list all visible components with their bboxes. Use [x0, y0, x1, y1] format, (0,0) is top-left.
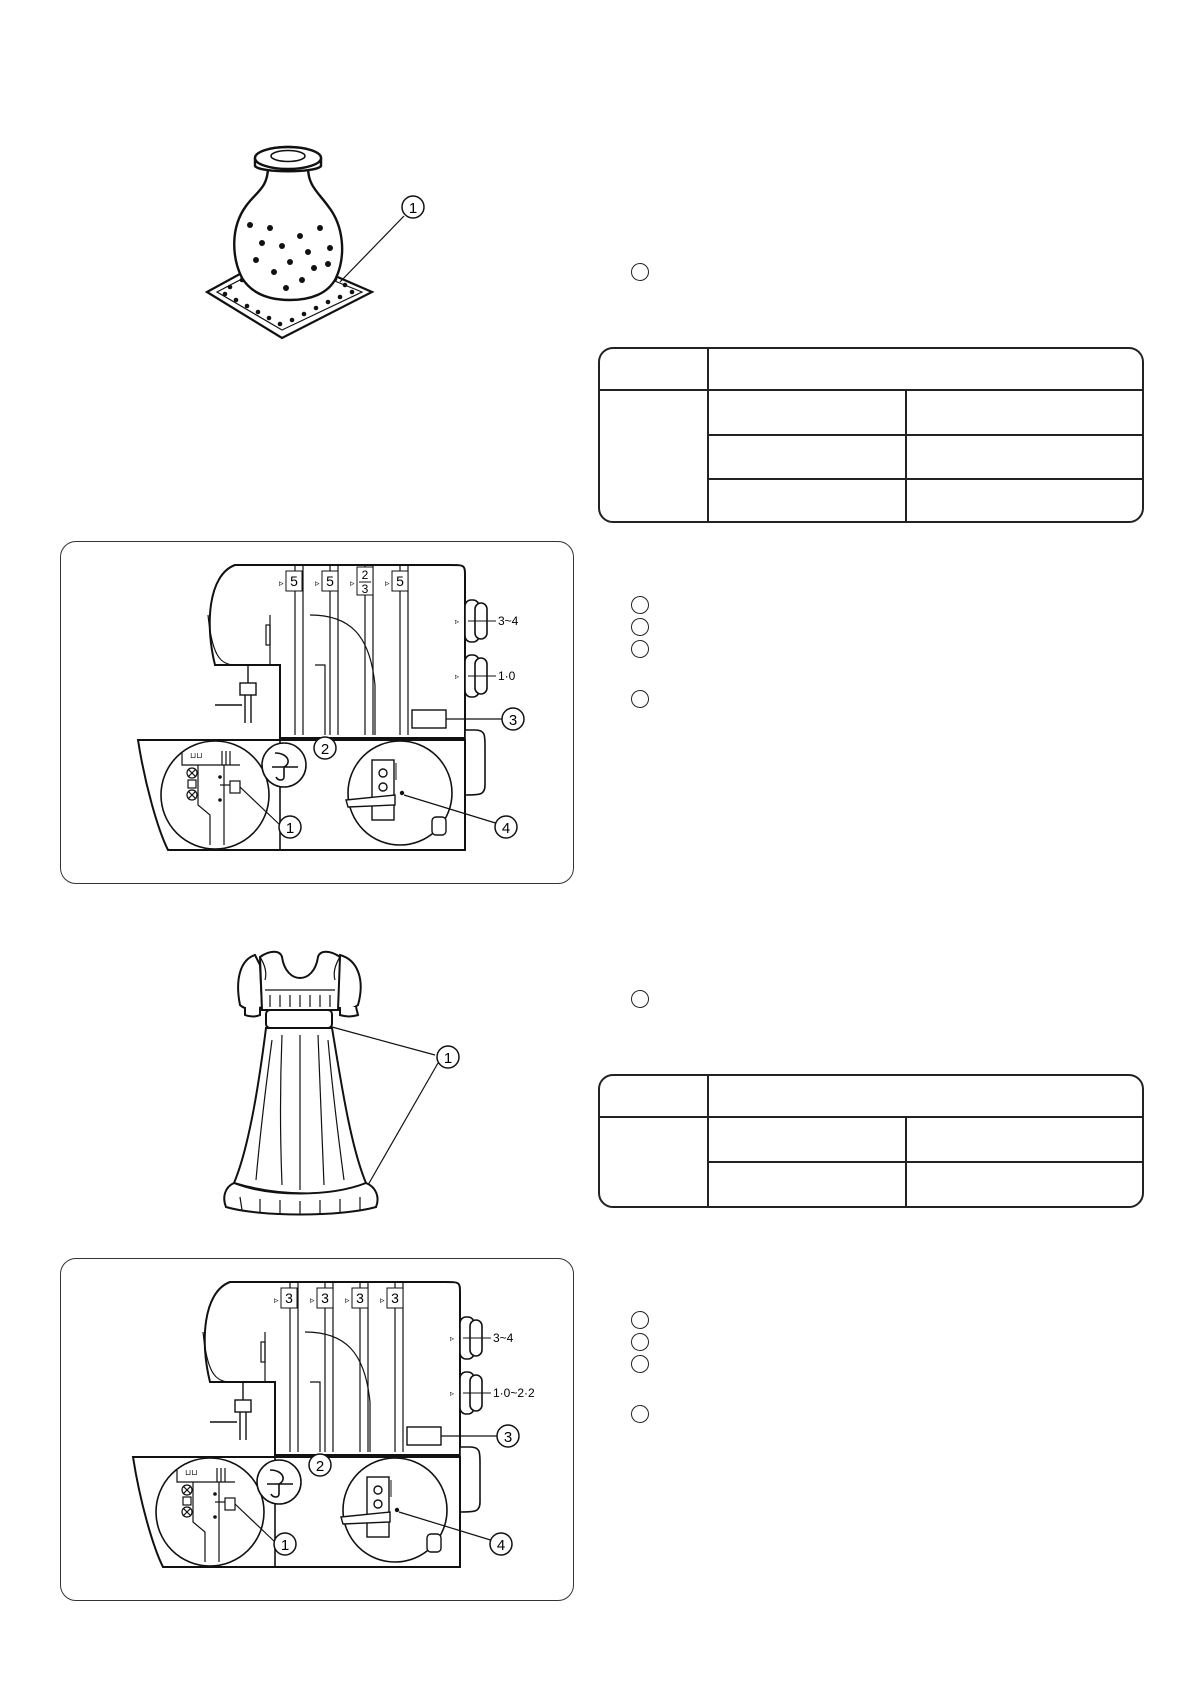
bullet-circle	[631, 1311, 649, 1329]
svg-text:2: 2	[321, 741, 329, 758]
svg-text:3: 3	[362, 582, 369, 596]
svg-text:1: 1	[444, 1050, 452, 1067]
bullet-circle	[631, 1333, 649, 1351]
svg-text:4: 4	[502, 820, 510, 837]
svg-text:▹: ▹	[310, 1295, 315, 1305]
svg-text:3: 3	[509, 712, 517, 729]
svg-text:▹: ▹	[455, 617, 459, 626]
callout-1: 1	[278, 815, 302, 839]
dress-illustration: 1	[223, 950, 460, 1216]
tension-label-4: 3	[391, 1290, 399, 1306]
callout-3: 3	[496, 1424, 520, 1448]
svg-text:⊔⊔: ⊔⊔	[190, 751, 202, 760]
tension-label-1: 5	[290, 573, 298, 589]
bullet-circle	[631, 690, 649, 708]
dial-label-upper: 3~4	[493, 1331, 514, 1345]
bullet-circle	[631, 596, 649, 614]
vase-on-doily-illustration: 1	[204, 145, 425, 340]
tension-label-1: 3	[285, 1290, 293, 1306]
serger-machine-diagram-bottom: ▹ 3 ▹ 3 ▹ 3 ▹ 3 ▹ 3~4 ▹ 1·0~2·2 3	[131, 1281, 535, 1568]
callout-2: 2	[313, 736, 337, 760]
bullet-circle	[631, 263, 649, 281]
tension-label-4: 5	[396, 573, 404, 589]
svg-text:3: 3	[504, 1429, 512, 1446]
tension-label-2: 5	[326, 573, 334, 589]
callout-2: 2	[308, 1453, 332, 1477]
bullet-circle	[631, 1355, 649, 1373]
bullet-circle	[631, 640, 649, 658]
svg-text:1: 1	[409, 200, 417, 217]
svg-text:▹: ▹	[279, 578, 284, 588]
svg-text:▹: ▹	[385, 578, 390, 588]
dial-label-lower: 1·0~2·2	[493, 1386, 535, 1400]
settings-table-2	[598, 1074, 1144, 1208]
callout-1: 1	[436, 1045, 460, 1069]
callout-4: 4	[489, 1532, 513, 1556]
callout-3: 3	[501, 707, 525, 731]
svg-text:2: 2	[362, 568, 369, 582]
svg-text:1: 1	[286, 820, 294, 837]
svg-text:▹: ▹	[315, 578, 320, 588]
svg-text:▹: ▹	[455, 672, 459, 681]
svg-text:▹: ▹	[350, 578, 355, 588]
tension-label-3: 3	[356, 1290, 364, 1306]
svg-text:▹: ▹	[380, 1295, 385, 1305]
svg-text:4: 4	[497, 1537, 505, 1554]
dial-label-upper: 3~4	[498, 614, 519, 628]
svg-text:▹: ▹	[345, 1295, 350, 1305]
callout-4: 4	[494, 815, 518, 839]
svg-text:▹: ▹	[450, 1334, 454, 1343]
bullet-circle	[631, 990, 649, 1008]
bullet-circle	[631, 1405, 649, 1423]
svg-text:2: 2	[316, 1458, 324, 1475]
settings-table-1	[598, 347, 1144, 523]
svg-text:1: 1	[281, 1537, 289, 1554]
callout-1: 1	[401, 195, 425, 219]
svg-text:▹: ▹	[450, 1389, 454, 1398]
svg-text:▹: ▹	[274, 1295, 279, 1305]
bullet-circle	[631, 618, 649, 636]
tension-label-2: 3	[321, 1290, 329, 1306]
serger-machine-diagram-top: ▹ 5 ▹ 5 ▹ 2 3 ▹ 5 ▹ 3~4 ▹ 1·0 3	[136, 564, 525, 851]
callout-1: 1	[273, 1532, 297, 1556]
svg-text:⊔⊔: ⊔⊔	[185, 1468, 197, 1477]
dial-label-lower: 1·0	[498, 669, 516, 683]
